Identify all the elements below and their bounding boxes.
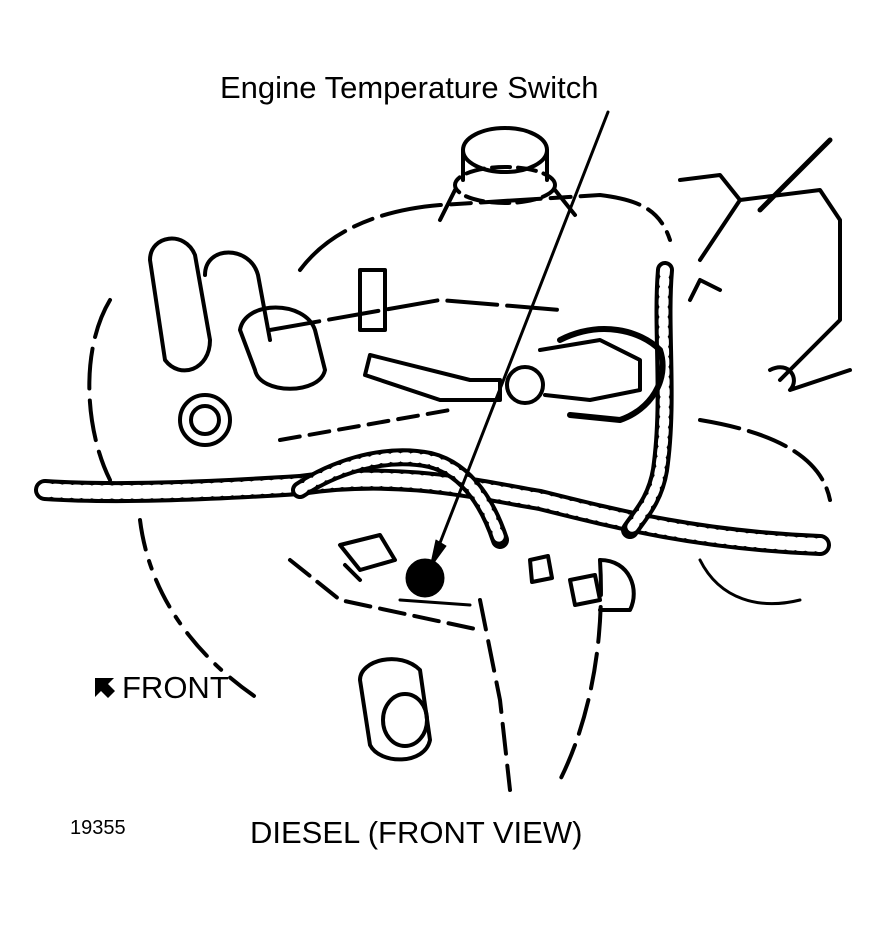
figure-number: 19355: [70, 817, 126, 839]
figure-caption: DIESEL (FRONT VIEW): [250, 815, 583, 850]
front-label: FRONT: [122, 670, 229, 705]
water-outlet: [358, 657, 432, 762]
callout-label: Engine Temperature Switch: [220, 70, 599, 105]
front-arrow-icon: [95, 678, 115, 698]
filler-cap: [438, 126, 577, 222]
right-bracket: [678, 137, 852, 392]
temperature-switch: [398, 558, 472, 607]
engine-block-outline: [87, 193, 832, 792]
front-indicator: FRONT: [92, 670, 229, 706]
harness-connectors: [338, 533, 636, 612]
callout-leader: [429, 110, 610, 569]
injection-pump: [358, 268, 642, 405]
valve-cover-humps: [148, 236, 327, 447]
wiring-harness: [34, 261, 831, 556]
